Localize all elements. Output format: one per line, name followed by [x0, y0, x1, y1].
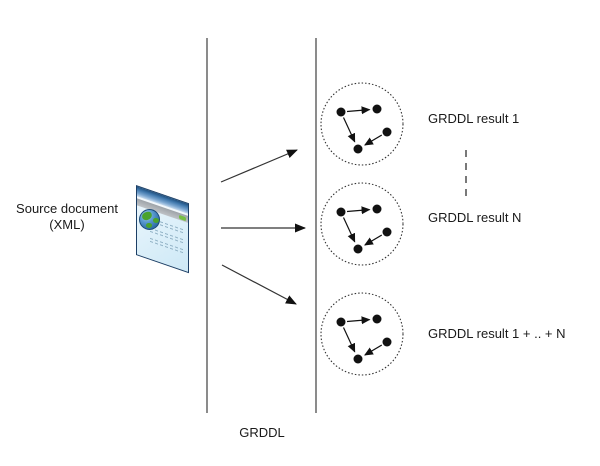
result-circle-1: [320, 82, 404, 166]
result-circle-2: [320, 182, 404, 266]
globe-landmass: [141, 210, 153, 222]
globe-icon: [139, 209, 160, 230]
source-document-label-line2: (XML): [49, 217, 85, 232]
result-label-n: GRDDL result N: [428, 210, 522, 225]
globe-landmass: [145, 222, 153, 229]
result-label-sum: GRDDL result 1 + .. + N: [428, 326, 566, 341]
transform-arrow-1: [220, 149, 298, 183]
result-circle-3: [320, 292, 404, 376]
source-document-label-line1: Source document: [16, 201, 118, 216]
result-label-1: GRDDL result 1: [428, 111, 520, 126]
pipeline-label: GRDDL: [239, 425, 285, 440]
transform-arrow-3: [221, 264, 297, 305]
source-document-label: Source document (XML): [6, 201, 128, 233]
globe-landmass: [152, 217, 159, 224]
